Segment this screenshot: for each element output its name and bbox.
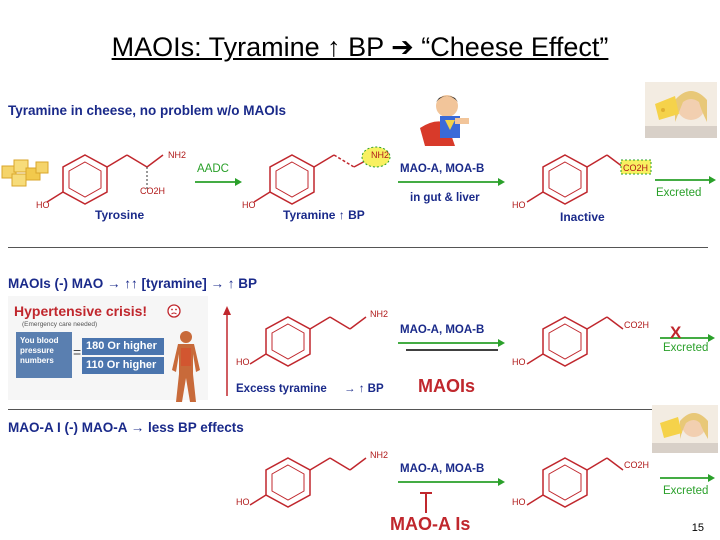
tyrosine-co2h: CO2H	[140, 186, 166, 196]
crisis-v1: 180 Or higher	[86, 340, 157, 352]
maois-block	[406, 349, 498, 351]
tyramine-structure-2	[249, 316, 367, 367]
excreted-label-2: Excreted	[663, 342, 709, 354]
crisis-v2: 110 Or higher	[86, 359, 157, 371]
excreted-arrow-3	[660, 474, 715, 482]
product2-co2h: CO2H	[624, 320, 650, 330]
product2-ho: HO	[512, 357, 526, 367]
tyramine-name: Tyramine ↑ BP	[283, 208, 365, 222]
product-structure-2	[526, 316, 624, 367]
tyrosine-structure	[46, 154, 164, 205]
anatomy-figure-icon	[172, 331, 200, 402]
section1-heading: Tyramine in cheese, no problem w/o MAOIs	[8, 103, 287, 118]
excreted-arrow-2	[660, 334, 715, 342]
crisis-eq: =	[73, 344, 82, 360]
tyrosine-name: Tyrosine	[95, 208, 145, 222]
inactive-ho: HO	[512, 200, 526, 210]
inactive-co2h: CO2H	[623, 163, 649, 173]
woman-cheese-icon-2	[652, 405, 718, 453]
woman-cheese-icon	[645, 82, 717, 138]
tyramine3-nh2: NH2	[370, 450, 389, 460]
mao-a-is-label: MAO-A Is	[390, 514, 471, 534]
mao-arrow-3	[398, 478, 505, 486]
inactive-name: Inactive	[560, 210, 605, 224]
product3-co2h: CO2H	[624, 460, 650, 470]
mao-arrow	[398, 178, 505, 186]
product-structure-3	[526, 457, 624, 508]
excreted-label-1: Excreted	[656, 187, 702, 199]
superhero-icon	[420, 95, 469, 146]
x-mark: X	[670, 323, 682, 342]
gut-liver-label: in gut & liver	[410, 192, 480, 204]
tyramine2-ho: HO	[236, 357, 250, 367]
maois-label: MAOIs	[418, 376, 476, 396]
divider-2	[8, 409, 653, 410]
mao-arrow-2	[398, 339, 505, 347]
mao-enzymes-label: MAO-A, MOA-B	[400, 163, 485, 175]
product3-ho: HO	[512, 497, 526, 507]
bp-up-arrow	[223, 306, 231, 396]
section3-heading: MAO-A I (-) MAO-A → less BP effects	[8, 420, 244, 435]
excreted-label-3: Excreted	[663, 485, 709, 497]
excreted-arrow-1	[655, 176, 716, 184]
excess-bp-label: → ↑ BP	[344, 383, 384, 395]
page-number: 15	[691, 522, 704, 534]
mao-enzymes-label-3: MAO-A, MOA-B	[400, 463, 485, 475]
sad-face-icon	[167, 304, 181, 318]
crisis-title: Hypertensive crisis!	[14, 303, 148, 319]
mao-enzymes-label-2: MAO-A, MOA-B	[400, 324, 485, 336]
tyramine3-ho: HO	[236, 497, 250, 507]
excess-tyramine-label: Excess tyramine	[236, 383, 327, 395]
inactive-structure	[526, 154, 652, 205]
mao-a-is-block	[420, 492, 432, 513]
tyramine-structure-3	[249, 457, 367, 508]
tyrosine-ho: HO	[36, 200, 50, 210]
tyramine-nh2: NH2	[371, 150, 390, 160]
divider-1	[8, 247, 708, 248]
aadc-label: AADC	[197, 163, 229, 175]
crisis-text-box	[16, 332, 72, 378]
tyramine-ho: HO	[242, 200, 256, 210]
cheese-icon	[1, 159, 49, 187]
crisis-text: You blood pressure numbers	[20, 336, 59, 365]
section2-heading: MAOIs (-) MAO → ↑↑ [tyramine] → ↑ BP	[8, 276, 258, 291]
tyrosine-nh2: NH2	[168, 150, 187, 160]
aadc-arrow	[195, 178, 242, 186]
tyramine2-nh2: NH2	[370, 309, 389, 319]
crisis-v2-box	[82, 357, 164, 374]
slide-title: MAOIs: Tyramine ↑ BP ➔ “Cheese Effect”	[111, 32, 609, 62]
crisis-sub: (Emergency care needed)	[22, 321, 98, 328]
tyramine-structure	[253, 146, 391, 205]
crisis-v1-box	[82, 338, 164, 355]
